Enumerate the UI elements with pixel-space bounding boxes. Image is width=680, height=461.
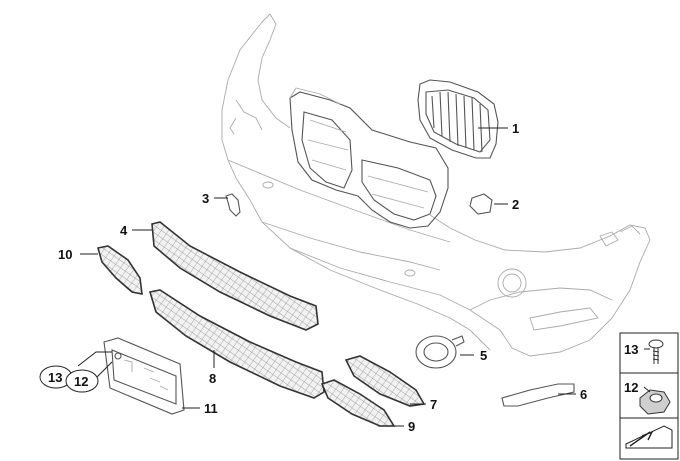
upper-mesh-grille (151, 221, 319, 331)
kidney-grille (417, 79, 499, 159)
svg-text:12: 12 (74, 374, 88, 389)
bracket (225, 193, 241, 217)
clip-nut-icon (639, 389, 671, 415)
leader-lines (77, 127, 651, 427)
callout-13-circled: 13 (39, 365, 73, 389)
tow-hook-cover (469, 193, 493, 215)
arrow-icon (625, 425, 673, 449)
trim-strip (501, 383, 575, 407)
callout-3: 3 (202, 191, 209, 206)
svg-text:13: 13 (48, 370, 62, 385)
lower-mesh-grille (148, 289, 325, 399)
callout-9: 9 (408, 419, 415, 434)
callout-6: 6 (580, 387, 587, 402)
callout-10: 10 (58, 247, 72, 262)
callout-8: 8 (209, 371, 216, 386)
callout-5: 5 (480, 348, 487, 363)
callout-1: 1 (512, 121, 519, 136)
license-plate-base (103, 337, 185, 415)
legend-box (619, 332, 679, 460)
front-bumper-body (221, 13, 651, 357)
legend-label-13: 13 (624, 342, 638, 357)
fog-light-ring (415, 335, 465, 369)
side-mesh-grille (96, 245, 143, 296)
callout-4: 4 (120, 223, 128, 238)
legend-label-12: 12 (624, 380, 638, 395)
callout-12-circled: 12 (65, 369, 99, 393)
screw-icon (648, 339, 664, 364)
callout-2: 2 (512, 197, 519, 212)
callout-7: 7 (430, 397, 437, 412)
grille-carrier (289, 87, 449, 229)
callout-11: 11 (204, 401, 218, 416)
